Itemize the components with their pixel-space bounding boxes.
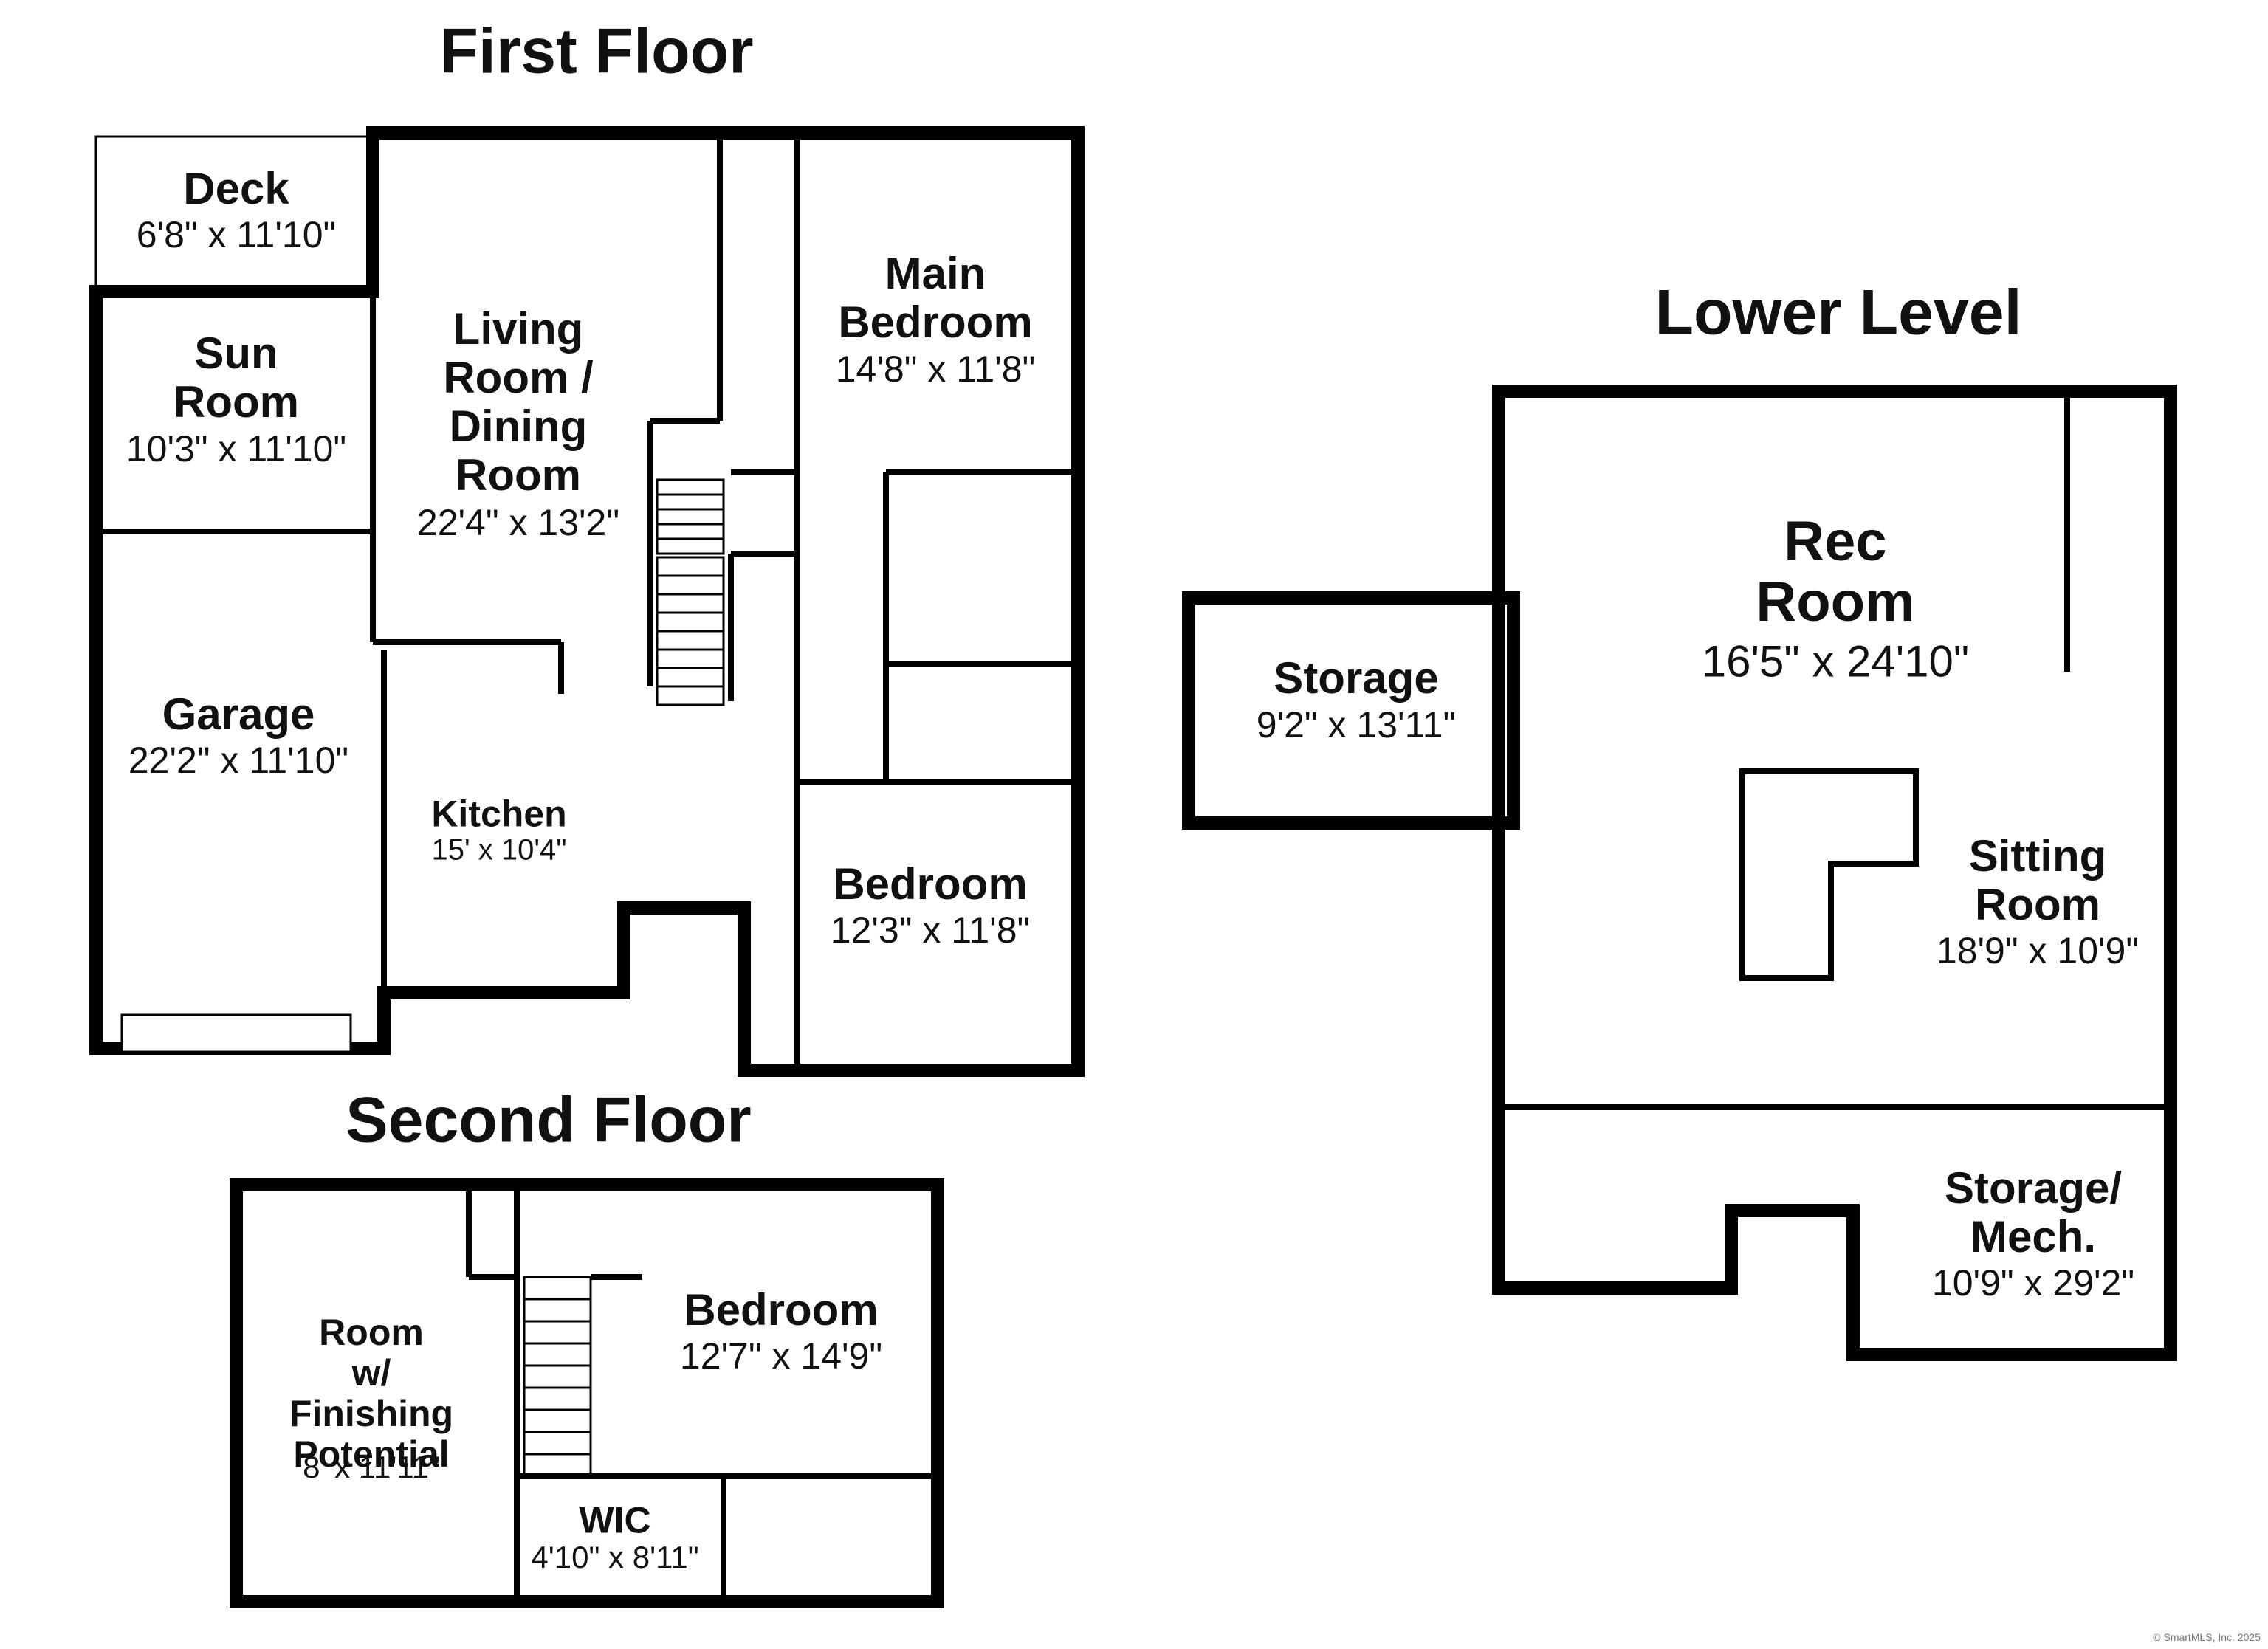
garage-dimensions: 22'2" x 11'10" — [128, 740, 349, 781]
lower-level-title: Lower Level — [1654, 277, 2022, 348]
second-bedroom-dimensions: 12'7" x 14'9" — [679, 1335, 883, 1377]
sitting-room-dimensions: 18'9" x 10'9" — [1936, 930, 2140, 971]
living-room-dimensions: 22'4" x 13'2" — [416, 502, 620, 543]
bedroom-label: Bedroom — [833, 859, 1028, 909]
finishing-room-dimensions: 8' x 11'11" — [303, 1450, 440, 1484]
second-bedroom-label: Bedroom — [684, 1285, 879, 1335]
second-floor-title: Second Floor — [346, 1084, 752, 1156]
garage-label: Garage — [162, 689, 315, 739]
sun-room-dimensions: 10'3" x 11'10" — [126, 428, 347, 469]
main-bedroom-dimensions: 14'8" x 11'8" — [835, 348, 1036, 390]
storage-mech-label: Storage/ Mech. — [1944, 1163, 2123, 1261]
rec-room-label: Rec Room — [1756, 510, 1915, 633]
main-bedroom-label: Main Bedroom — [838, 249, 1033, 347]
sitting-room-label: Sitting Room — [1968, 831, 2107, 929]
storage-wall — [1182, 591, 1520, 830]
wic-dimensions: 4'10" x 8'11" — [531, 1540, 699, 1574]
lower-level-exterior-wall — [1492, 385, 2177, 1361]
deck-dimensions: 6'8" x 11'10" — [136, 214, 337, 255]
kitchen-label: Kitchen — [431, 793, 567, 835]
second-floor-exterior-wall — [230, 1178, 944, 1608]
storage-dimensions: 9'2" x 13'11" — [1256, 704, 1457, 746]
storage-mech-dimensions: 10'9" x 29'2" — [1931, 1262, 2135, 1304]
bedroom-dimensions: 12'3" x 11'8" — [830, 909, 1031, 951]
deck-label: Deck — [183, 164, 289, 213]
copyright: © SmartMLS, Inc. 2025 — [2153, 1631, 2261, 1643]
sun-room-label: Sun Room — [173, 328, 299, 427]
storage-label: Storage — [1274, 653, 1439, 703]
wic-label: WIC — [579, 1499, 651, 1541]
first-floor-title: First Floor — [439, 16, 754, 87]
rec-room-dimensions: 16'5" x 24'10" — [1701, 636, 1970, 686]
living-room-label: Living Room / Dining Room — [443, 304, 594, 500]
finishing-room-label: Room w/ Finishing Potential — [289, 1312, 454, 1475]
kitchen-dimensions: 15' x 10'4" — [431, 833, 567, 867]
first-floor-exterior-wall — [89, 126, 1085, 1077]
